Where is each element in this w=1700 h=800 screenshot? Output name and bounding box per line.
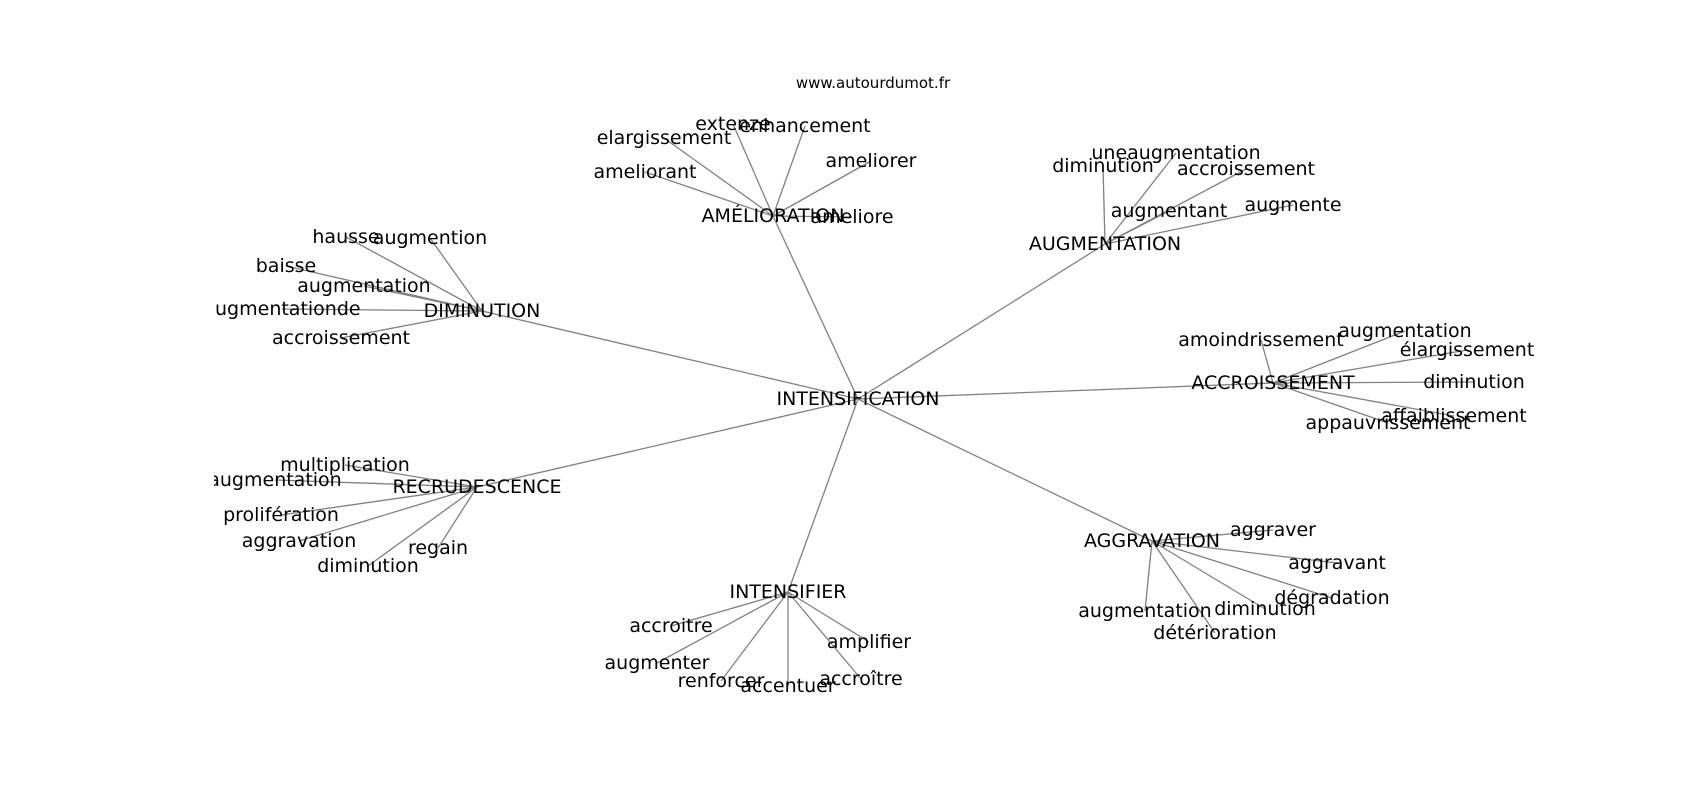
hub-node-accroissement: ACCROISSEMENT <box>1191 372 1355 394</box>
edge-accroissement-leaf <box>1272 381 1475 384</box>
leaf-node: regain <box>408 537 468 559</box>
edge-root-diminution <box>481 310 859 400</box>
edge-root-aggravation <box>857 398 1153 542</box>
hub-node-amelioration: AMÉLIORATION <box>702 204 845 227</box>
edge-accroissement-leaf <box>1272 349 1468 384</box>
leaf-node: détérioration <box>1153 622 1276 644</box>
leaf-node: affaiblissement <box>1381 405 1526 427</box>
leaf-node: aggraver <box>1230 519 1316 541</box>
leaf-node: augmentation <box>297 275 430 297</box>
edge-diminution-leaf <box>363 285 483 312</box>
edge-intensifier-leaf <box>787 591 862 680</box>
leaf-node: amoindrissement <box>1178 329 1343 351</box>
edge-recrudescence-leaf <box>274 479 478 488</box>
leaf-node: diminution <box>317 555 419 577</box>
edge-root-intensifier <box>787 398 859 593</box>
leaf-node: ameliore <box>810 206 893 228</box>
leaf-node: augmentation <box>1338 320 1471 342</box>
leaf-node: accroissement <box>272 327 410 349</box>
leaf-node: dégradation <box>1274 587 1389 609</box>
leaf-node: enhancement <box>739 115 870 137</box>
leaf-node: diminution <box>1423 371 1525 393</box>
leaf-node: diminution <box>1052 155 1154 177</box>
edge-aggravation-leaf <box>1151 540 1266 610</box>
leaf-node: augmente <box>1244 194 1341 216</box>
leaf-node: amplifier <box>827 631 911 653</box>
edge-recrudescence-leaf <box>280 486 478 516</box>
edge-intensifier-leaf <box>656 591 789 664</box>
edge-aggravation-leaf <box>1151 540 1333 599</box>
hub-node-intensifier: INTENSIFIER <box>729 581 846 603</box>
source-url: www.autourdumot.fr <box>796 74 951 92</box>
edge-root-augmentation <box>857 243 1106 400</box>
edge-root-recrudescence <box>476 398 859 488</box>
leaf-node: renforcer <box>678 670 765 692</box>
edge-augmentation-leaf <box>1104 152 1177 245</box>
edge-intensifier-leaf <box>720 591 789 682</box>
edge-recrudescence-leaf <box>367 486 478 567</box>
leaf-node: elargissement <box>597 127 732 149</box>
edge-diminution-leaf <box>345 236 483 312</box>
edge-recrudescence-leaf <box>298 486 478 542</box>
edge-aggravation-leaf <box>1151 540 1216 634</box>
edge-aggravation-leaf <box>1151 529 1274 542</box>
leaf-node: ameliorant <box>594 161 697 183</box>
edge-recrudescence-leaf <box>437 486 478 549</box>
leaf-node: baisse <box>256 255 316 277</box>
leaf-node: aggravation <box>242 530 357 552</box>
hub-node-diminution: DIMINUTION <box>424 300 541 322</box>
edge-amelioration-leaf <box>772 125 806 217</box>
leaf-node: multiplication <box>280 454 410 476</box>
edge-intensifier-leaf <box>670 591 789 627</box>
edge-aggravation-leaf <box>1151 540 1338 564</box>
leaf-node: accroitre <box>629 615 712 637</box>
edge-accroissement-leaf <box>1260 339 1274 384</box>
leaf-node: uneaugmentation <box>1091 142 1260 164</box>
leaf-node: augmentation <box>1078 600 1211 622</box>
edge-diminution-leaf <box>281 308 483 312</box>
leaf-node: augmentation <box>208 469 341 491</box>
labels: INTENSIFICATION AMÉLIORATION extenzeenhanc… <box>203 113 1535 697</box>
hub-node-recrudescence: RECRUDESCENCE <box>392 476 561 498</box>
leaf-node: extenze <box>695 113 770 135</box>
edge-amelioration-leaf <box>644 171 774 217</box>
leaf-node: hausse <box>312 226 379 248</box>
leaf-node: élargissement <box>1400 339 1535 361</box>
edge-accroissement-leaf <box>1272 382 1455 417</box>
edge-amelioration-leaf <box>772 160 872 217</box>
edges <box>274 123 1475 686</box>
edge-amelioration-leaf <box>663 137 774 217</box>
edge-diminution-leaf <box>340 310 483 339</box>
edge-aggravation-leaf <box>1144 540 1153 612</box>
leaf-node: accroître <box>819 668 902 690</box>
edge-root-accroissement <box>857 382 1274 400</box>
edge-recrudescence-leaf <box>344 464 478 488</box>
leaf-node: aggravant <box>1288 552 1386 574</box>
leaf-node: prolifération <box>223 504 339 526</box>
leaf-node: appauvrissement <box>1306 412 1471 434</box>
leaf-node: ameliorer <box>826 150 917 172</box>
edge-amelioration-leaf <box>732 123 774 217</box>
edge-diminution-leaf <box>429 237 483 312</box>
leaf-node: augmentant <box>1111 200 1228 222</box>
leaf-node: augmention <box>373 227 487 249</box>
edge-augmentation-leaf <box>1104 210 1170 245</box>
edge-augmentation-leaf <box>1102 165 1106 245</box>
edge-accroissement-leaf <box>1272 382 1389 424</box>
edge-root-amelioration <box>772 215 859 400</box>
edge-accroissement-leaf <box>1272 330 1406 384</box>
edge-amelioration-leaf <box>772 215 853 218</box>
hub-node-augmentation: AUGMENTATION <box>1029 233 1181 255</box>
edge-intensifier-leaf <box>787 591 870 643</box>
leaf-node: augmenter <box>605 652 710 674</box>
root-node: INTENSIFICATION <box>776 388 939 410</box>
hub-node-aggravation: AGGRAVATION <box>1084 530 1220 552</box>
edge-augmentation-leaf <box>1104 204 1294 245</box>
leaf-node: accentuer <box>740 675 835 697</box>
leaf-node: diminution <box>1214 598 1316 620</box>
leaf-node: augmentationde <box>203 298 360 320</box>
leaf-node: accroissement <box>1177 158 1315 180</box>
